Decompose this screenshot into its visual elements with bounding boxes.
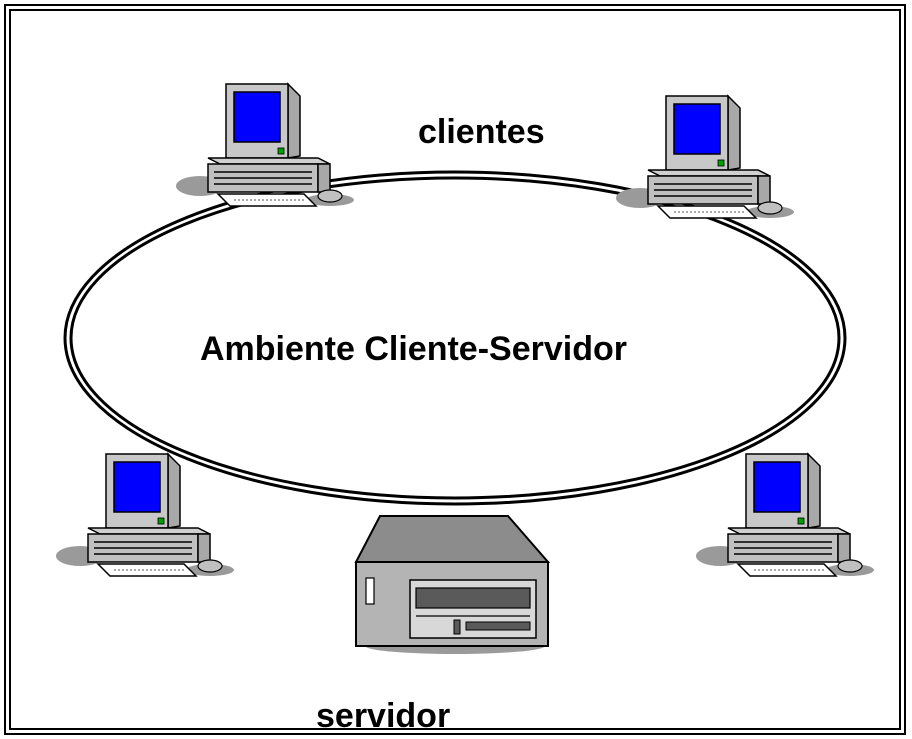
- environment-label: Ambiente Cliente-Servidor: [200, 330, 627, 368]
- computer-icon: [615, 95, 795, 219]
- computer-icon: [55, 453, 235, 577]
- outer-frame: [4, 4, 906, 735]
- ring-outer: [63, 170, 847, 506]
- server-label: servidor: [316, 697, 451, 735]
- inner-frame: [9, 9, 901, 730]
- clients-label: clientes: [418, 113, 545, 151]
- ring-inner: [69, 176, 841, 500]
- computer-icon: [175, 83, 355, 207]
- computer-icon: [695, 453, 875, 577]
- server-icon: [354, 515, 551, 654]
